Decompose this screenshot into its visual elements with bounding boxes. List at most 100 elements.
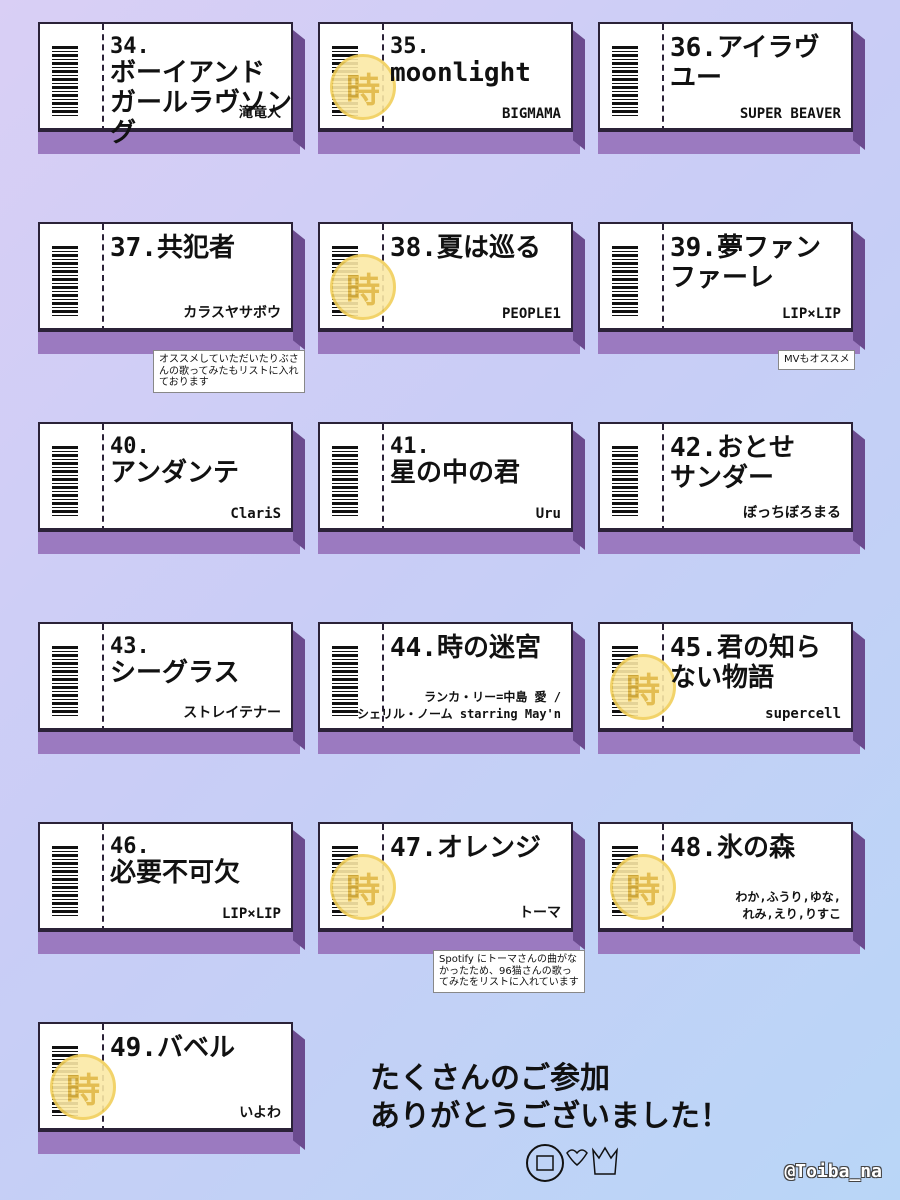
ticket-side <box>293 30 305 150</box>
song-title: 40.アンダンテ <box>110 434 239 489</box>
ticket-base <box>318 330 580 354</box>
ticket-base <box>318 730 580 754</box>
ticket-base <box>38 930 300 954</box>
toki-stamp-icon: 時 <box>610 654 676 720</box>
song-ticket: 34.ボーイアンドガールラヴソング滝竜人 <box>38 22 305 167</box>
song-title: 34.ボーイアンドガールラヴソング <box>110 34 293 149</box>
ticket-side <box>853 30 865 150</box>
barcode-icon <box>612 46 638 116</box>
barcode-icon <box>52 646 78 716</box>
song-artist: supercell <box>765 706 841 722</box>
song-title: 43.シーグラス <box>110 634 240 689</box>
perforation <box>382 424 384 532</box>
ticket-base <box>318 130 580 154</box>
ticket-face: 34.ボーイアンドガールラヴソング滝竜人 <box>38 22 293 148</box>
song-artist: トーマ <box>519 905 561 921</box>
perforation <box>662 424 664 532</box>
barcode-icon <box>612 446 638 516</box>
barcode-icon <box>52 46 78 116</box>
ticket-base <box>38 1130 300 1154</box>
ticket-face: 37.共犯者カラスヤサボウ <box>38 222 293 332</box>
ticket-face: 44.時の迷宮ランカ・リー=中島 愛 /シェリル・ノーム starring Ma… <box>318 622 573 732</box>
song-ticket: 40.アンダンテ ClariS <box>38 422 305 567</box>
perforation <box>102 624 104 732</box>
song-title: 35.moonlight <box>390 34 531 89</box>
ticket-face: 46.必要不可欠 LIP×LIP <box>38 822 293 932</box>
perforation <box>102 24 104 132</box>
barcode-icon <box>52 846 78 916</box>
song-artist: わか,ふうり,ゆな,れみ,えり,りすこ <box>735 890 841 921</box>
song-artist: SUPER BEAVER <box>739 106 841 122</box>
toki-stamp-icon: 時 <box>330 854 396 920</box>
ticket-side <box>573 30 585 150</box>
ticket-base <box>38 730 300 754</box>
ticket-side <box>853 630 865 750</box>
barcode-icon <box>52 246 78 316</box>
song-title: 48.氷の森 <box>670 833 795 863</box>
song-ticket: 41.星の中の君 Uru <box>318 422 585 567</box>
perforation <box>662 24 664 132</box>
ticket-face: 43.シーグラスストレイテナー <box>38 622 293 732</box>
ticket-base <box>598 930 860 954</box>
toki-stamp-icon: 時 <box>610 854 676 920</box>
ticket-face: 41.星の中の君 Uru <box>318 422 573 532</box>
ticket-side <box>853 230 865 350</box>
song-title: 47.オレンジ <box>390 833 541 863</box>
barcode-icon <box>332 646 358 716</box>
song-title: 38.夏は巡る <box>390 233 541 263</box>
song-ticket: 44.時の迷宮ランカ・リー=中島 愛 /シェリル・ノーム starring Ma… <box>318 622 585 767</box>
ticket-face: 42.おとせサンダーぼっちぼろまる <box>598 422 853 532</box>
song-artist: ランカ・リー=中島 愛 /シェリル・ノーム starring May'n <box>356 690 561 721</box>
doodle-sketch <box>526 1144 618 1182</box>
ticket-side <box>573 430 585 550</box>
ticket-side <box>573 830 585 950</box>
song-ticket: 39.夢ファンファーレ LIP×LIP <box>598 222 865 367</box>
song-ticket: 43.シーグラスストレイテナー <box>38 622 305 767</box>
song-artist: LIP×LIP <box>221 906 281 922</box>
song-artist: BIGMAMA <box>501 106 561 122</box>
ticket-side <box>293 830 305 950</box>
song-title: 49.バベル <box>110 1033 235 1063</box>
ticket-base <box>318 530 580 554</box>
perforation <box>102 424 104 532</box>
barcode-icon <box>52 446 78 516</box>
song-title: 42.おとせサンダー <box>670 433 795 493</box>
ticket-base <box>38 530 300 554</box>
song-title: 46.必要不可欠 <box>110 834 241 889</box>
song-title: 37.共犯者 <box>110 233 235 263</box>
perforation <box>102 224 104 332</box>
barcode-icon <box>332 446 358 516</box>
ticket-note: オススメしていただいたりぶさんの歌ってみたもリストに入れております <box>153 350 305 393</box>
song-title: 39.夢ファンファーレ <box>670 233 821 293</box>
ticket-face: 39.夢ファンファーレ LIP×LIP <box>598 222 853 332</box>
ticket-side <box>293 230 305 350</box>
ticket-base <box>598 730 860 754</box>
ticket-note: Spotify にトーマさんの曲がなかったため、96猫さんの歌ってみたをリストに… <box>433 950 585 993</box>
ticket-side <box>853 430 865 550</box>
ticket-side <box>293 430 305 550</box>
song-title: 44.時の迷宮 <box>390 633 541 663</box>
ticket-base <box>38 130 300 154</box>
song-artist: ClariS <box>230 506 281 522</box>
song-ticket: 46.必要不可欠 LIP×LIP <box>38 822 305 967</box>
song-artist: Uru <box>535 506 561 522</box>
ticket-side <box>573 630 585 750</box>
ticket-side <box>293 630 305 750</box>
song-artist: LIP×LIP <box>781 306 841 322</box>
ticket-side <box>293 1030 305 1150</box>
toki-stamp-icon: 時 <box>330 54 396 120</box>
thanks-line-2: ありがとうございました！ <box>370 1098 730 1134</box>
thanks-line-1: たくさんのご参加 <box>370 1061 610 1096</box>
song-artist: いよわ <box>239 1105 281 1121</box>
song-title: 41.星の中の君 <box>390 434 521 489</box>
ticket-face: 40.アンダンテ ClariS <box>38 422 293 532</box>
